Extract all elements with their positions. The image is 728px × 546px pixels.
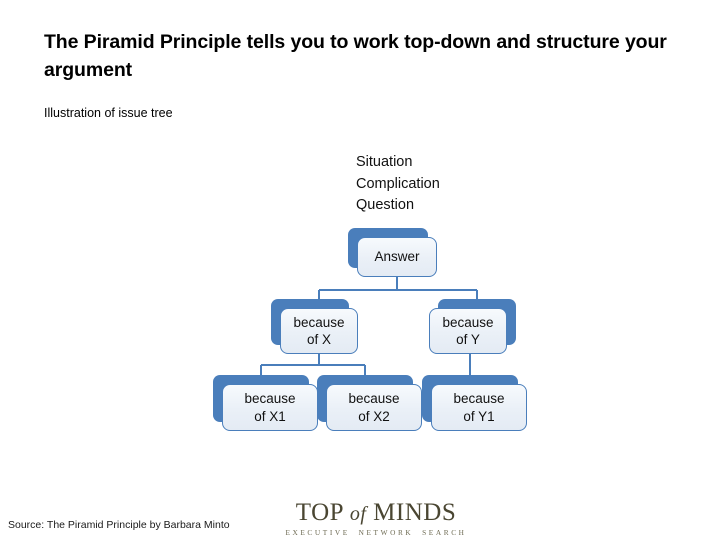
source-note: Source: The Piramid Principle by Barbara… [8, 519, 230, 531]
node-label: Answer [357, 237, 437, 277]
scq-text-block: Situation Complication Question [356, 154, 440, 213]
node-because-of-x1[interactable]: because of X1 [213, 375, 318, 431]
page-title: The Piramid Principle tells you to work … [44, 31, 667, 81]
node-because-of-x2[interactable]: because of X2 [317, 375, 422, 431]
node-label: because of Y [429, 308, 507, 354]
logo-tagline: EXECUTIVE NETWORK SEARCH [285, 528, 467, 537]
slide-subtitle: Illustration of issue tree [44, 106, 173, 120]
node-because-of-x[interactable]: because of X [271, 299, 358, 354]
logo-wordmark-part1: TOP [295, 499, 350, 526]
node-because-of-y1[interactable]: because of Y1 [422, 375, 527, 431]
top-of-minds-logo: TOP of MINDS EXECUTIVE NETWORK SEARCH [281, 500, 471, 538]
logo-wordmark: TOP of MINDS [281, 500, 471, 527]
node-label: because of X [280, 308, 358, 354]
node-label: because of X1 [222, 384, 318, 431]
node-answer[interactable]: Answer [348, 228, 437, 277]
logo-wordmark-italic: of [349, 503, 367, 525]
node-label: because of X2 [326, 384, 422, 431]
node-label: because of Y1 [431, 384, 527, 431]
logo-wordmark-part2: MINDS [366, 499, 457, 526]
node-because-of-y[interactable]: because of Y [429, 299, 516, 354]
